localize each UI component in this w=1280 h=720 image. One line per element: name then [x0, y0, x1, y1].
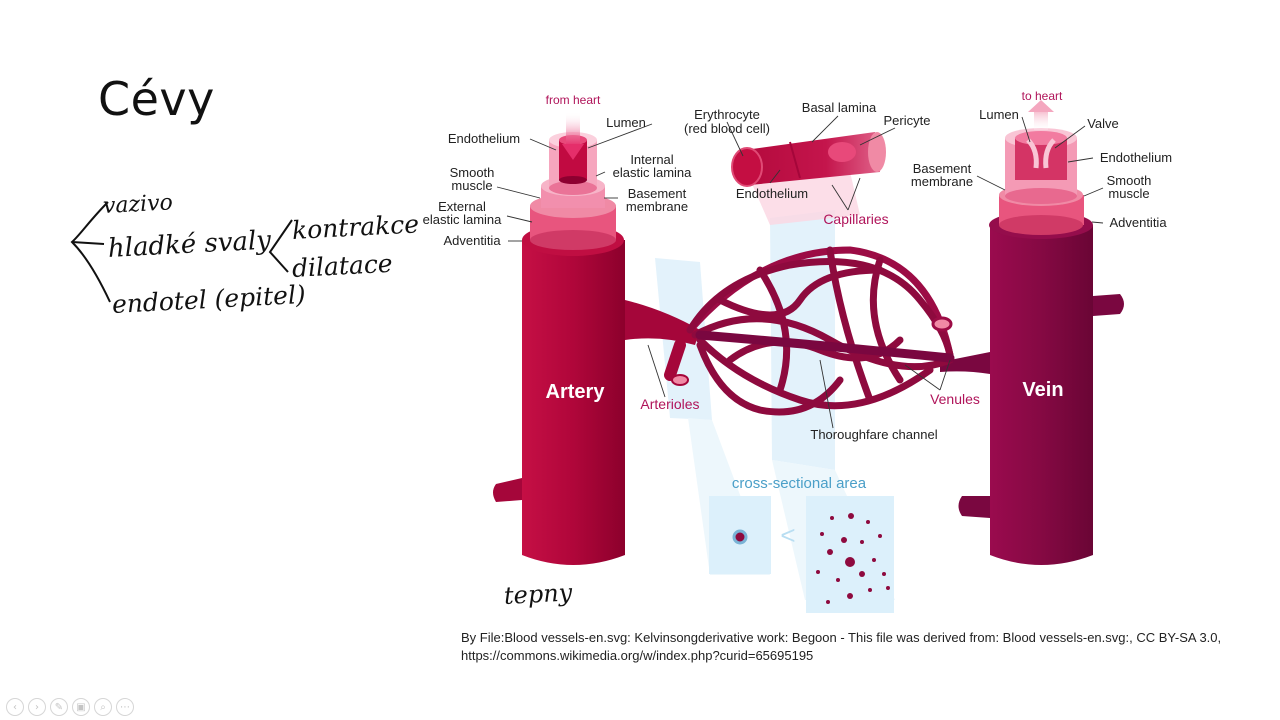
capillary-dot: [836, 578, 840, 582]
artery-basement-label-2: membrane: [626, 199, 688, 214]
image-credit: By File:Blood vessels-en.svg: Kelvinsong…: [461, 629, 1251, 665]
leader-lines: [496, 115, 1104, 429]
artery-vessel: [493, 112, 700, 565]
capillary-dots: [816, 513, 890, 604]
internal-lamina-label-1: Internal: [630, 152, 673, 167]
internal-lamina-label-2: elastic lamina: [613, 165, 693, 180]
vein-smooth-label-1: Smooth: [1107, 173, 1152, 188]
capillary-dot: [866, 520, 870, 524]
capillary-dot: [820, 532, 824, 536]
capillary-dot: [872, 558, 876, 562]
smooth-muscle-label-2: muscle: [451, 178, 492, 193]
slides-icon[interactable]: ▣: [72, 698, 90, 716]
capillary-dot: [847, 593, 853, 599]
arterioles-label: Arterioles: [640, 396, 699, 412]
venules-label: Venules: [930, 391, 980, 407]
to-heart-label: to heart: [1022, 89, 1063, 103]
artery-adventitia-label: Adventitia: [443, 233, 501, 248]
vein-basement-label-2: membrane: [911, 174, 973, 189]
external-lamina-label-1: External: [438, 199, 486, 214]
smooth-muscle-label-1: Smooth: [450, 165, 495, 180]
capillaries-label: Capillaries: [823, 211, 888, 227]
capillary-dot: [848, 513, 854, 519]
pen-icon[interactable]: ✎: [50, 698, 68, 716]
erythrocyte-label: Erythrocyte: [694, 107, 760, 122]
capillary-dot: [860, 540, 864, 544]
vein-vessel: [940, 100, 1124, 565]
more-icon[interactable]: ⋯: [116, 698, 134, 716]
capillary-dot: [878, 534, 882, 538]
vein-lumen-label: Lumen: [979, 107, 1019, 122]
capillary-dot: [882, 572, 886, 576]
artery-lumen-label: Lumen: [606, 115, 646, 130]
capillary-dot: [886, 586, 890, 590]
capillary-dot: [845, 557, 855, 567]
credit-line-2[interactable]: https://commons.wikimedia.org/w/index.ph…: [461, 648, 814, 663]
arteriole-stub: [671, 374, 689, 386]
vein-adventitia-label: Adventitia: [1109, 215, 1167, 230]
vein-endothelium-label: Endothelium: [1100, 150, 1172, 165]
thoroughfare-label: Thoroughfare channel: [810, 427, 937, 442]
capillary-detail: [731, 132, 886, 187]
valve-label: Valve: [1087, 116, 1119, 131]
external-lamina-label-2: elastic lamina: [423, 212, 503, 227]
red-blood-cell-label: (red blood cell): [684, 121, 770, 136]
capillary-dot: [816, 570, 820, 574]
capillary-network: [686, 246, 955, 416]
venule-stub: [931, 316, 953, 332]
capillary-dot: [826, 600, 830, 604]
prev-icon[interactable]: ‹: [6, 698, 24, 716]
artery-endothelium-label: Endothelium: [448, 131, 520, 146]
vein-label: Vein: [1022, 379, 1063, 401]
less-than-sign: <: [780, 520, 795, 550]
arteriole-dot: [732, 529, 748, 545]
capillary-endothelium-label: Endothelium: [736, 186, 808, 201]
cross-section-label: cross-sectional area: [732, 475, 867, 492]
capillary-dot: [841, 537, 847, 543]
capillary-dot: [868, 588, 872, 592]
capillary-dot: [830, 516, 834, 520]
from-heart-label: from heart: [546, 93, 601, 107]
artery-basement-label-1: Basement: [628, 186, 687, 201]
hand-bracket: [70, 201, 293, 303]
capillary-dot: [859, 571, 865, 577]
credit-line-1: By File:Blood vessels-en.svg: Kelvinsong…: [461, 630, 1222, 645]
slide-title: Cévy: [98, 72, 215, 126]
basal-lamina-label: Basal lamina: [802, 100, 877, 115]
pericyte-label: Pericyte: [884, 113, 931, 128]
capillary-dot: [827, 549, 833, 555]
artery-label: Artery: [546, 381, 606, 403]
zoom-icon[interactable]: ⌕: [94, 698, 112, 716]
vein-smooth-label-2: muscle: [1108, 186, 1149, 201]
slideshow-toolbar: ‹›✎▣⌕⋯: [6, 698, 134, 716]
next-icon[interactable]: ›: [28, 698, 46, 716]
vein-basement-label-1: Basement: [913, 161, 972, 176]
